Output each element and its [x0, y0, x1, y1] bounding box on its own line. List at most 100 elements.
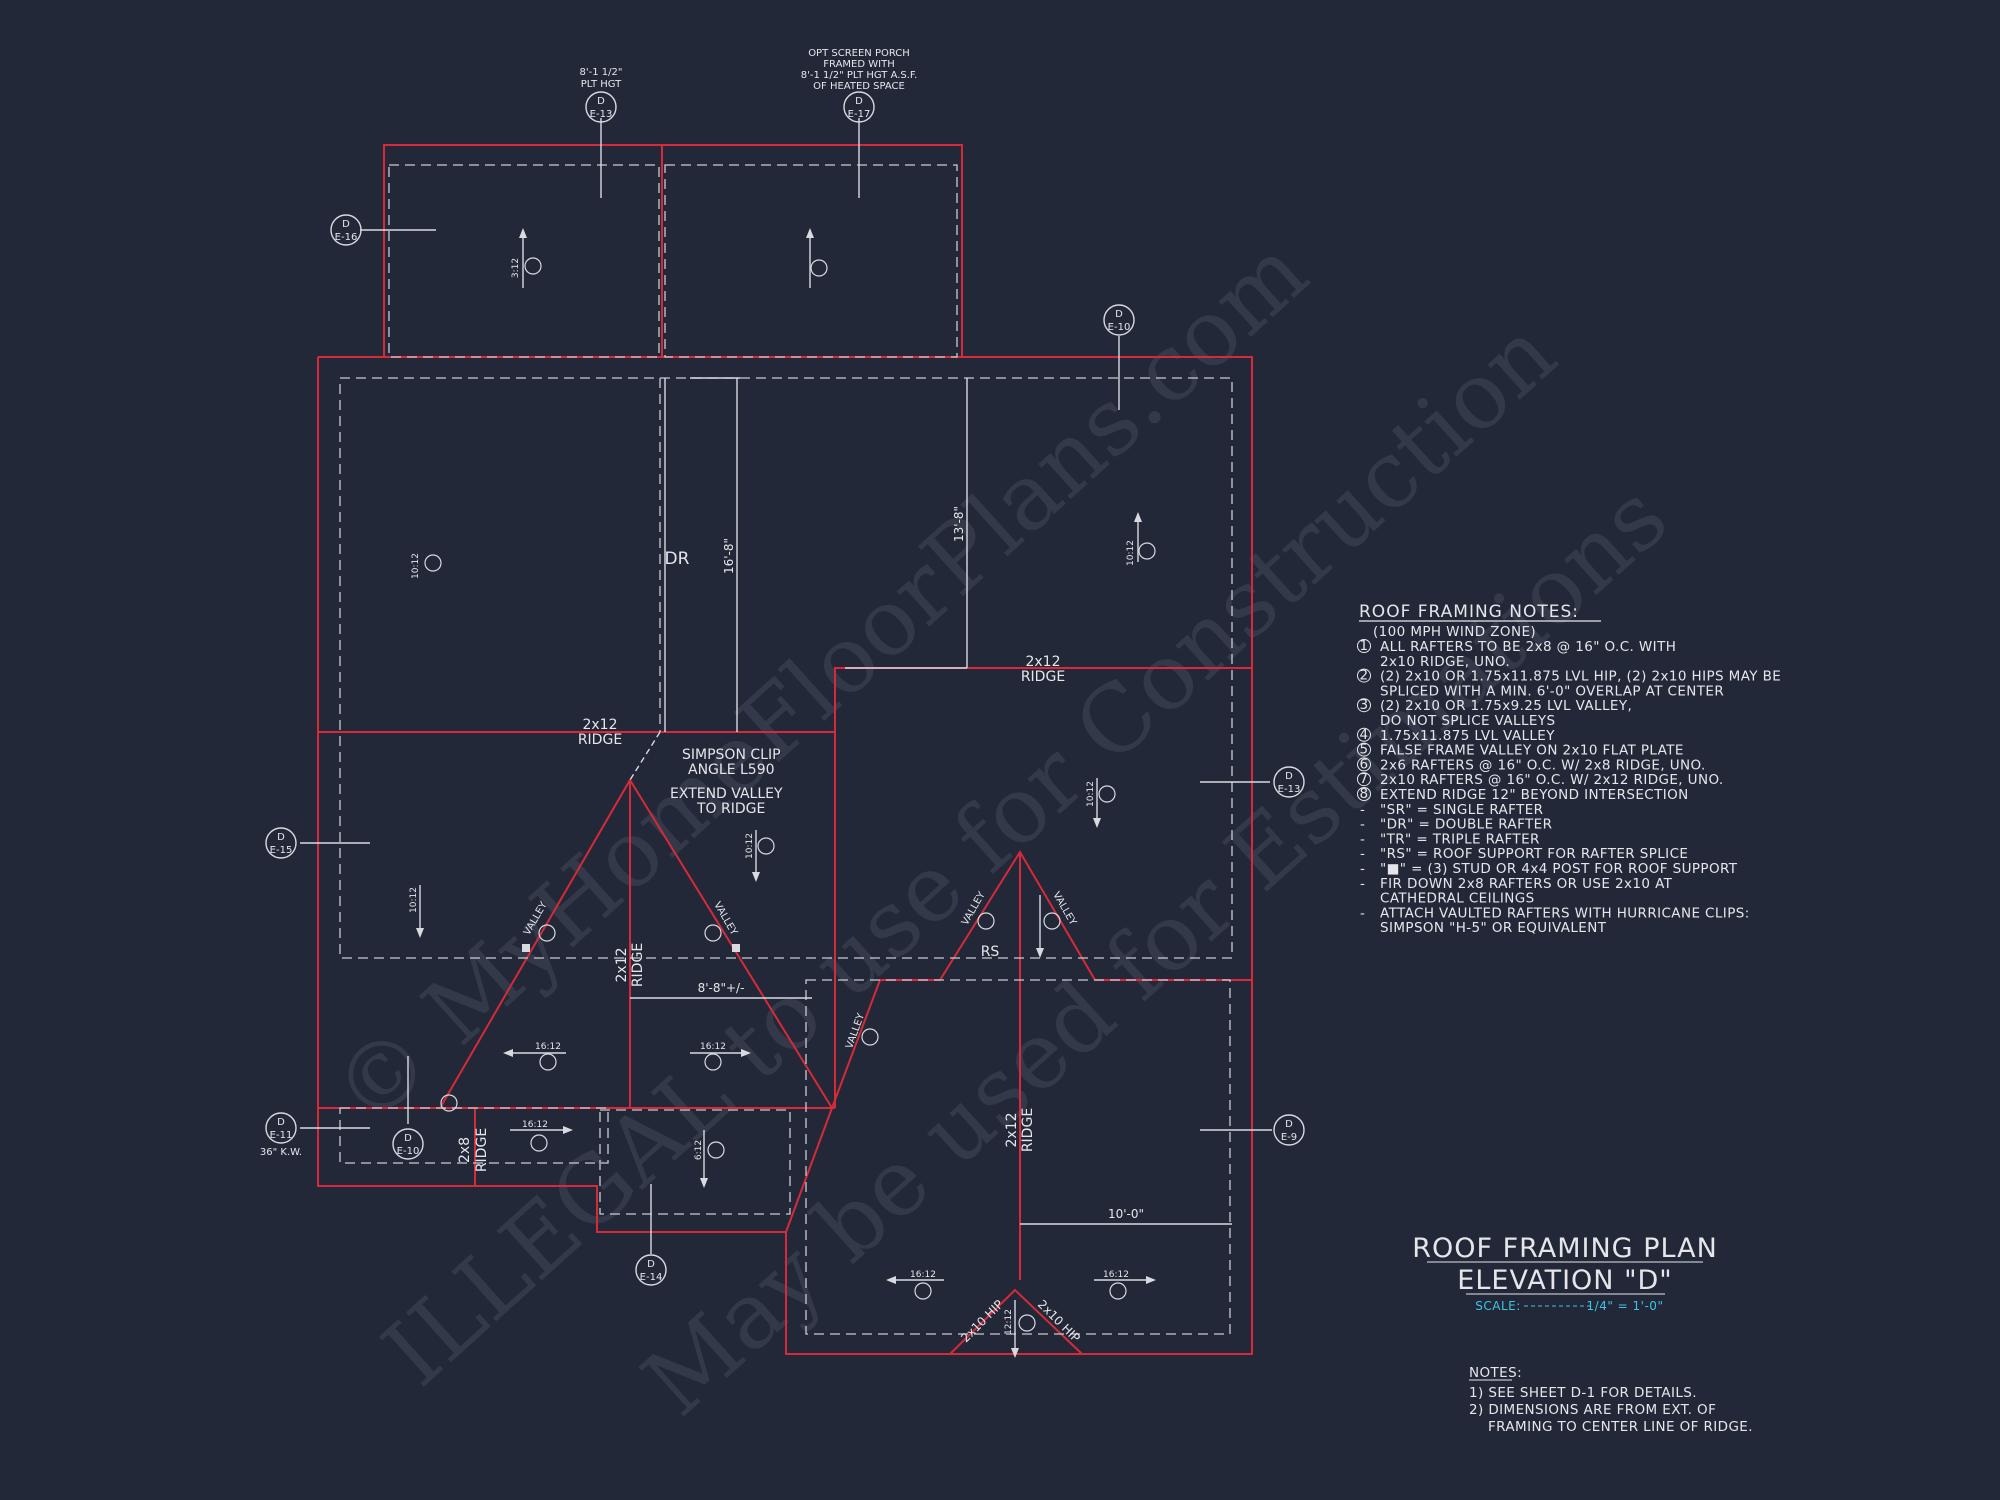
roof-note-dash: - [1360, 817, 1365, 833]
section-marker-right-low [1273, 1114, 1305, 1146]
pitch-labels: 3:12 10:12 10:12 10:12 10:12 10:12 16:12… [409, 258, 1136, 1335]
roof-note-line: 2x6 RAFTERS @ 16" O.C. W/ 2x8 RIDGE, UNO… [1380, 757, 1706, 773]
callout-top-right-3: 8'-1 1/2" PLT HGT A.S.F. [801, 70, 918, 81]
general-note-2: 2) DIMENSIONS ARE FROM EXT. OF [1469, 1402, 1716, 1418]
pitch-10-12-b: 10:12 [1126, 540, 1136, 566]
note-marker-6b [530, 1134, 548, 1152]
dash-porch-right [664, 164, 958, 358]
roof-note-line: "■" = (3) STUD OR 4x4 POST FOR ROOF SUPP… [1380, 861, 1738, 877]
post-marker-left [522, 944, 530, 952]
ridge-size-left: 2x12 [582, 717, 617, 733]
dim-8-8: 8'-8"+/- [698, 981, 745, 995]
note-marker-4b [704, 924, 722, 942]
roof-note-line: (2) 2x10 OR 1.75x11.875 LVL HIP, (2) 2x1… [1380, 669, 1781, 685]
pitch-16-12-b: 16:12 [700, 1042, 726, 1052]
roof-note-line: "RS" = ROOF SUPPORT FOR RAFTER SPLICE [1380, 846, 1688, 862]
note-markers [424, 257, 1156, 1332]
callout-kw: 36" K.W. [260, 1147, 302, 1158]
note-marker-1i [1109, 1282, 1127, 1300]
roof-note-marker-circle [1357, 757, 1371, 772]
section-marker-top-right [843, 91, 875, 123]
arrowheads [416, 228, 1156, 1358]
sm-letter-10: D [647, 1259, 655, 1270]
roof-note-line: 2x10 RAFTERS @ 16" O.C. W/ 2x12 RIDGE, U… [1380, 772, 1724, 788]
arrowhead-2 [806, 228, 814, 238]
roof-note-dash: - [1360, 905, 1365, 921]
extend-valley-2: TO RIDGE [696, 801, 765, 817]
roof-note-line: CATHEDRAL CEILINGS [1380, 891, 1535, 907]
ridge-size-small: 2x8 [457, 1137, 473, 1163]
section-marker-left-porch [330, 214, 362, 246]
inner-dashed [339, 164, 1233, 1335]
sm-letter-2: D [277, 832, 285, 843]
arrowhead-9 [741, 1049, 751, 1057]
note-marker-1b [1138, 542, 1156, 560]
sm-ref-3: E-11 [270, 1130, 293, 1141]
section-marker-top-left [585, 91, 617, 123]
roof-notes-heading: ROOF FRAMING NOTES: [1359, 602, 1579, 622]
arrowhead-8 [503, 1049, 513, 1057]
wall-valley-link [831, 979, 881, 1109]
roof-note-line: SIMPSON "H-5" OR EQUIVALENT [1380, 920, 1607, 936]
roof-note-marker-number: 2 [1360, 668, 1369, 684]
sm-ref-6: E-13 [590, 109, 613, 120]
porch-outline [383, 144, 963, 358]
sm-ref-1: E-16 [335, 232, 358, 243]
arrowhead-13 [1146, 1276, 1156, 1284]
note-marker-7 [524, 257, 542, 275]
note-marker-5a [977, 912, 995, 930]
title-line-2: ELEVATION "D" [1457, 1265, 1672, 1296]
dash-lower-left [339, 1107, 609, 1164]
section-marker-bottom-left [392, 1128, 424, 1160]
pitch-12-12: 12:12 [1004, 1309, 1014, 1335]
section-marker-right-upper [1103, 304, 1135, 336]
roof-note-dash: - [1360, 861, 1365, 877]
roof-note-marker-circle [1357, 698, 1371, 713]
note-marker-1d [1098, 785, 1116, 803]
general-notes: NOTES: 1) SEE SHEET D-1 FOR DETAILS. 2) … [1469, 1365, 1753, 1435]
roof-note-line: EXTEND RIDGE 12" BEYOND INTERSECTION [1380, 787, 1689, 803]
pitch-6-12: 6:12 [694, 1140, 704, 1160]
callout-top-right-2: FRAMED WITH [823, 59, 894, 70]
roof-note-marker-number: 6 [1360, 756, 1369, 772]
note-marker-5b [1043, 912, 1061, 930]
roof-note-dash: - [1360, 802, 1365, 818]
dash-porch-left [388, 164, 660, 358]
dash-lower-mid [599, 1109, 791, 1215]
ridge-line-right [834, 667, 1252, 732]
roof-note-line: ALL RAFTERS TO BE 2x8 @ 16" O.C. WITH [1380, 639, 1676, 655]
scale-value: 1/4" = 1'-0" [1587, 1299, 1664, 1313]
note-marker-1a [424, 554, 442, 572]
pitch-16-12-c: 16:12 [522, 1120, 548, 1130]
title-block: ROOF FRAMING PLAN ELEVATION "D" SCALE: 1… [1412, 1233, 1717, 1313]
roof-note-line: FIR DOWN 2x8 RAFTERS OR USE 2x10 AT [1380, 876, 1673, 892]
main-outline [317, 356, 1253, 1355]
roof-note-line: "SR" = SINGLE RAFTER [1380, 802, 1543, 818]
sm-letter-9: D [404, 1133, 412, 1144]
sm-letter-4: D [1285, 771, 1293, 782]
arrowhead-1 [519, 228, 527, 238]
sm-ref-9: E-10 [397, 1146, 420, 1157]
roof-note-dash: - [1360, 876, 1365, 892]
ridge-small: RIDGE [474, 1128, 490, 1172]
section-markers [265, 91, 1305, 1286]
roof-note-line: FALSE FRAME VALLEY ON 2x10 FLAT PLATE [1380, 743, 1684, 759]
note-marker-1f [704, 1053, 722, 1071]
arrowhead-5 [416, 928, 424, 938]
callout-top-left-2: PLT HGT [581, 79, 622, 90]
roof-note-marker-number: 1 [1360, 638, 1369, 654]
roof-note-line: "TR" = TRIPLE RAFTER [1380, 831, 1540, 847]
scale-prefix: SCALE: [1475, 1299, 1521, 1313]
pitch-10-12-e: 10:12 [1086, 781, 1096, 807]
sm-letter-8: D [1115, 309, 1123, 320]
sm-letter-5: D [1285, 1119, 1293, 1130]
roof-note-marker-number: 8 [1360, 786, 1369, 802]
note-marker-1h [914, 1282, 932, 1300]
arrowhead-14 [1011, 1348, 1019, 1358]
note-marker-1j [1018, 1314, 1036, 1332]
roof-note-marker-circle [1357, 727, 1371, 742]
roof-note-line: 1.75x11.875 LVL VALLEY [1380, 728, 1555, 744]
ridge-size-gable: 2x12 [614, 947, 630, 982]
arrowhead-10 [563, 1126, 573, 1134]
pitch-16-12-e: 16:12 [1103, 1270, 1129, 1280]
